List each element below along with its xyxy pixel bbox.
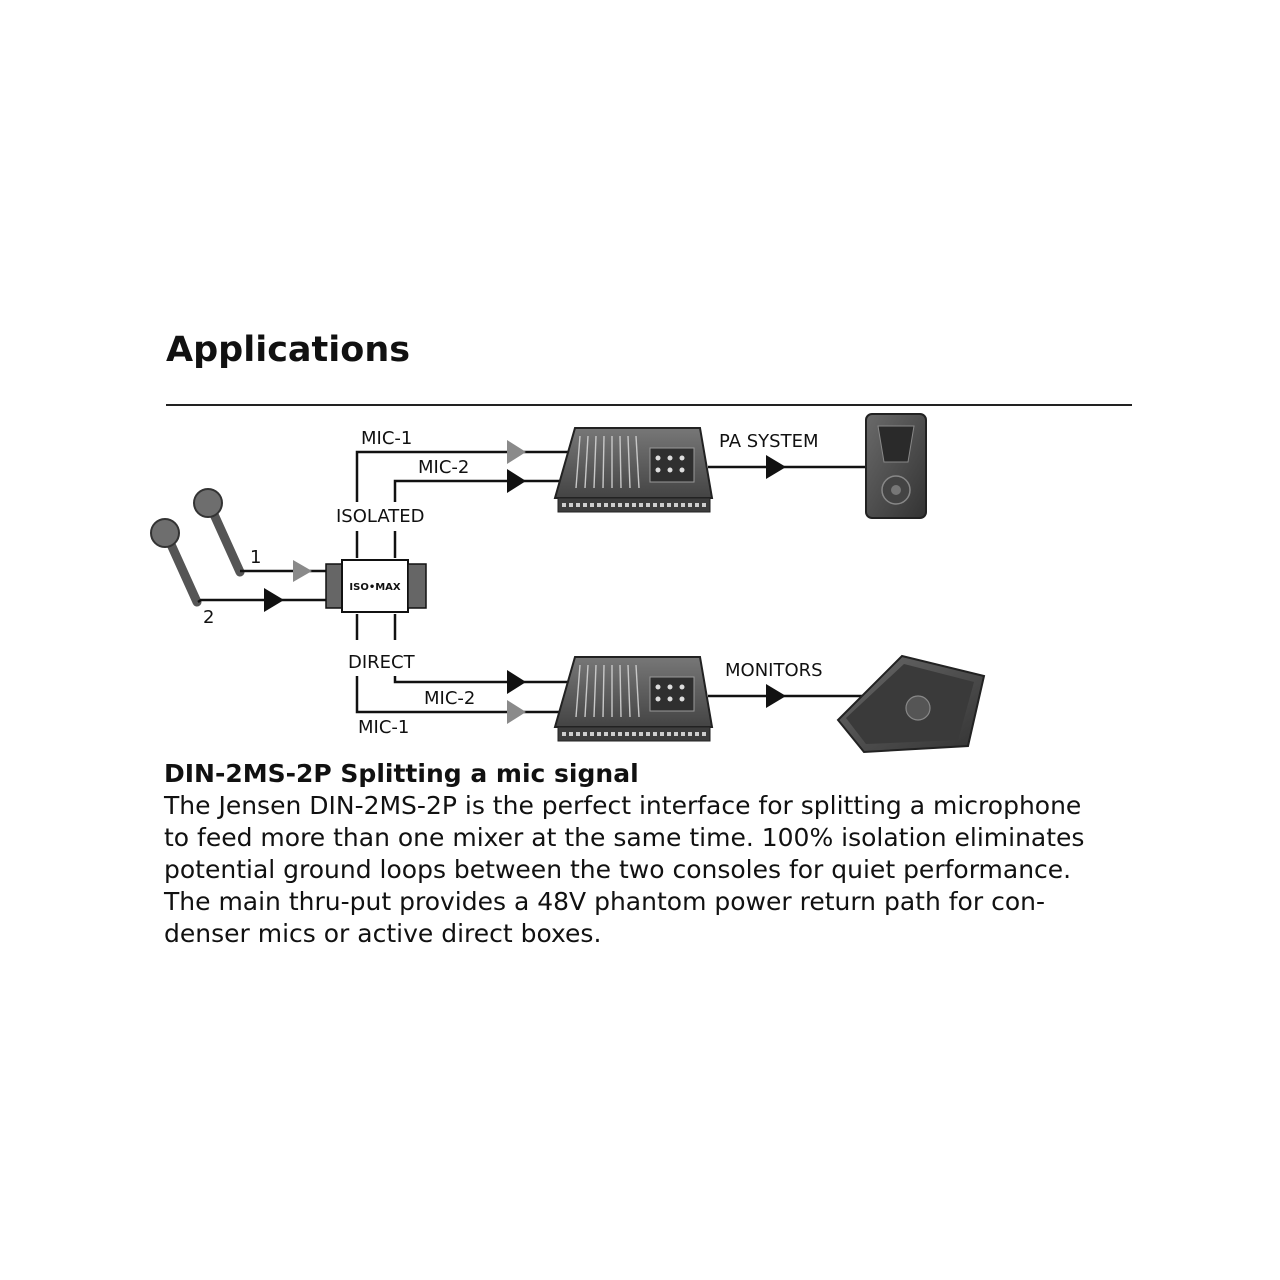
caption-block: DIN-2MS-2P Splitting a mic signal The Je… — [164, 758, 1104, 950]
direct-label: DIRECT — [348, 652, 416, 673]
mixer-bottom-icon — [553, 656, 714, 742]
mixer-top-icon — [553, 427, 714, 513]
mic1-top-label: MIC-1 — [361, 428, 412, 449]
monitors-label: MONITORS — [725, 660, 823, 681]
isomax-transformer — [325, 559, 427, 613]
monitors-output-line — [708, 684, 862, 708]
pa-arrow — [766, 455, 786, 479]
microphone-1-icon — [193, 488, 245, 577]
input-lines — [197, 560, 326, 612]
input-1-arrow — [293, 560, 312, 582]
isolated-label: ISOLATED — [336, 506, 425, 527]
mic1-bottom-label: MIC-1 — [358, 717, 409, 738]
input-1-label: 1 — [250, 547, 261, 568]
isomax-logo-text: ISO•MAX — [349, 582, 401, 593]
caption-line-5: denser mics or active direct boxes. — [164, 919, 602, 948]
heading-divider — [166, 404, 1132, 406]
pa-system-label: PA SYSTEM — [719, 431, 818, 452]
pa-output-line — [708, 455, 866, 479]
input-2-label: 2 — [203, 607, 214, 628]
caption-title: DIN-2MS-2P Splitting a mic signal — [164, 759, 639, 788]
caption-line-4: The main thru-put provides a 48V phantom… — [164, 887, 1045, 916]
mic2-bottom-arrow — [507, 670, 526, 694]
direct-lines — [355, 614, 568, 724]
caption-line-3: potential ground loops between the two c… — [164, 855, 1072, 884]
mic1-bottom-arrow — [507, 700, 526, 724]
mic2-top-arrow — [507, 469, 526, 493]
mic2-top-label: MIC-2 — [418, 457, 469, 478]
floor-monitor-icon — [836, 654, 986, 754]
caption-line-1: The Jensen DIN-2MS-2P is the perfect int… — [164, 791, 1082, 820]
pa-speaker-icon — [865, 413, 927, 519]
isolated-lines — [355, 440, 568, 558]
input-2-arrow — [264, 588, 284, 612]
monitors-arrow — [766, 684, 786, 708]
mic2-bottom-label: MIC-2 — [424, 688, 475, 709]
caption-line-2: to feed more than one mixer at the same … — [164, 823, 1085, 852]
mic1-top-arrow — [507, 440, 526, 464]
microphone-2-icon — [150, 518, 202, 607]
section-heading: Applications — [166, 330, 411, 370]
